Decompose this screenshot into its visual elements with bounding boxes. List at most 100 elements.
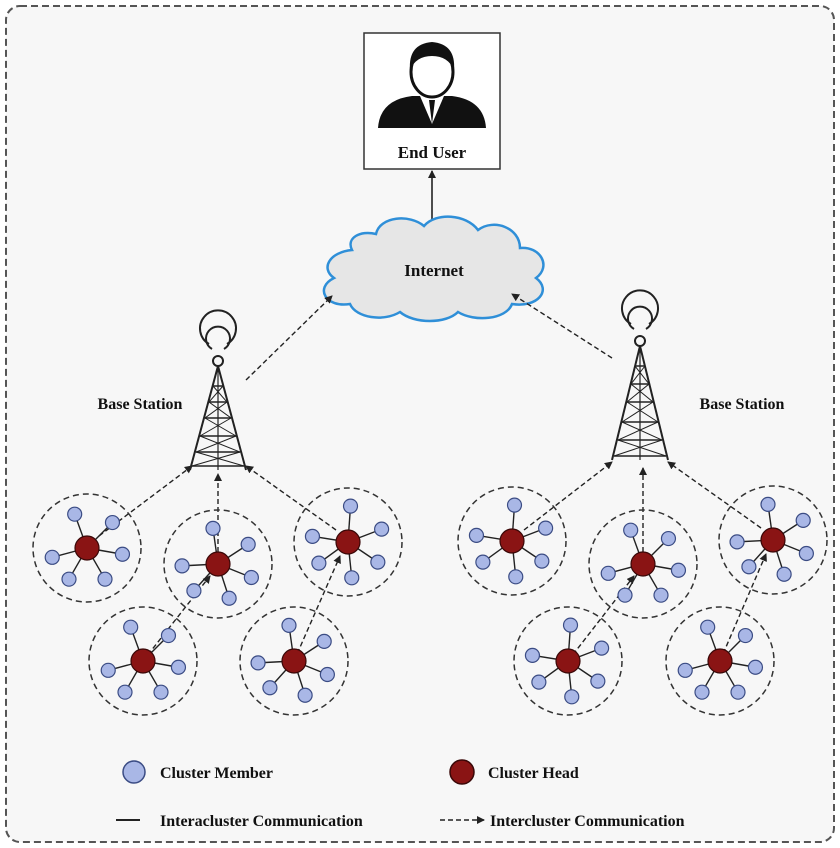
cluster-member-node: [61, 571, 77, 587]
legend-cluster-member-label: Cluster Member: [160, 765, 273, 782]
cluster-member-node: [243, 569, 259, 586]
cluster-member-node: [660, 530, 677, 547]
cluster-member-node: [468, 527, 485, 543]
cluster-member-node: [741, 559, 757, 575]
end-user-box: End User: [363, 32, 501, 170]
cluster-boundary: [32, 493, 142, 603]
legend-intercluster-label: Intercluster Communication: [490, 813, 685, 830]
cluster-head-node: [130, 648, 156, 674]
cluster-member-node: [67, 506, 83, 522]
intercluster-arrow: [523, 461, 613, 531]
cluster-member-node: [186, 583, 202, 599]
cluster-member-node: [617, 587, 633, 603]
cluster-member-node: [508, 569, 524, 585]
cluster-member-node: [538, 520, 554, 536]
cluster-head-node: [760, 527, 786, 553]
legend-intracluster-label: Interacluster Communication: [160, 813, 363, 830]
cluster-head-node: [707, 648, 733, 674]
cluster-member-node: [600, 565, 616, 581]
cluster-boundary: [457, 486, 567, 596]
cluster-member-node: [221, 590, 237, 606]
cluster-member-node: [670, 562, 687, 578]
cluster: [718, 485, 828, 595]
cluster: [293, 487, 403, 597]
cluster: [32, 493, 142, 603]
cluster-boundary: [588, 509, 698, 619]
cluster: [588, 509, 698, 619]
cluster-head-node: [499, 528, 525, 554]
legend: Cluster Member Cluster Head Interacluste…: [116, 759, 685, 830]
intercluster-arrow: [293, 555, 341, 662]
cluster-member-node: [262, 680, 278, 696]
cluster-member-node: [153, 684, 169, 700]
cluster-boundary: [718, 485, 828, 595]
cluster-member-node: [776, 566, 792, 582]
cluster-member-node: [374, 521, 390, 537]
intercluster-arrow: [245, 465, 337, 531]
cluster-member-node: [104, 514, 121, 531]
cluster-head-node: [205, 551, 231, 577]
cluster-member-node: [250, 655, 266, 671]
cluster-member-node: [506, 497, 523, 513]
base-station-left: [189, 309, 247, 471]
legend-cluster-member-marker: [122, 760, 146, 784]
cluster-head-node: [630, 551, 656, 577]
cluster-member-node: [730, 684, 746, 700]
cluster-member-node: [117, 684, 133, 700]
cluster-member-node: [694, 684, 710, 700]
cluster: [163, 509, 273, 619]
cluster-member-node: [594, 640, 610, 656]
diagram-frame: [5, 5, 835, 843]
intercluster-arrow: [719, 553, 767, 662]
cluster-boundary: [163, 509, 273, 619]
cluster-member-node: [311, 555, 327, 571]
legend-cluster-head-label: Cluster Head: [488, 765, 579, 782]
base-station-left-label: Base Station: [98, 396, 183, 413]
tower-icon: [611, 289, 669, 461]
cluster-member-node: [114, 546, 131, 562]
cluster-boundary: [239, 606, 349, 716]
cluster-member-node: [700, 619, 716, 635]
cluster-member-node: [729, 534, 745, 550]
cluster-member-node: [281, 617, 297, 633]
cluster-member-node: [534, 553, 550, 569]
cluster-member-node: [747, 659, 764, 675]
cluster-member-node: [795, 512, 811, 528]
cluster: [239, 606, 349, 716]
internet-label: Internet: [404, 261, 464, 280]
cluster-member-node: [475, 554, 491, 570]
cluster-member-node: [623, 522, 639, 538]
cluster-boundary: [293, 487, 403, 597]
end-user-label: End User: [398, 143, 467, 162]
cluster-member-node: [160, 627, 177, 644]
legend-cluster-head-marker: [449, 759, 475, 785]
cluster-member-node: [316, 633, 332, 649]
cluster-member-node: [319, 666, 335, 683]
cluster-head-node: [335, 529, 361, 555]
cluster-member-node: [370, 554, 386, 570]
cluster-member-node: [304, 528, 321, 544]
cluster-member-node: [170, 659, 187, 675]
cluster-head-node: [74, 535, 100, 561]
cluster-member-node: [240, 536, 256, 552]
cluster-head-node: [281, 648, 307, 674]
internet-cloud: Internet: [322, 215, 545, 323]
base-station-right: [611, 289, 669, 461]
cluster-member-node: [342, 498, 359, 514]
cluster: [88, 606, 198, 716]
cluster-member-node: [760, 496, 776, 512]
cluster-member-node: [344, 570, 360, 586]
cluster-member-node: [653, 587, 669, 603]
cluster-member-node: [174, 558, 190, 574]
user-icon: [378, 42, 486, 128]
cluster-member-node: [590, 673, 606, 689]
intercluster-arrow: [667, 461, 762, 529]
cluster-member-node: [97, 571, 113, 587]
cluster-member-node: [297, 687, 313, 703]
cluster: [513, 606, 623, 716]
right-station-to-internet-arrow: [511, 293, 613, 359]
base-station-right-label: Base Station: [700, 396, 785, 413]
cluster-member-node: [677, 662, 693, 678]
cluster-head-node: [555, 648, 581, 674]
